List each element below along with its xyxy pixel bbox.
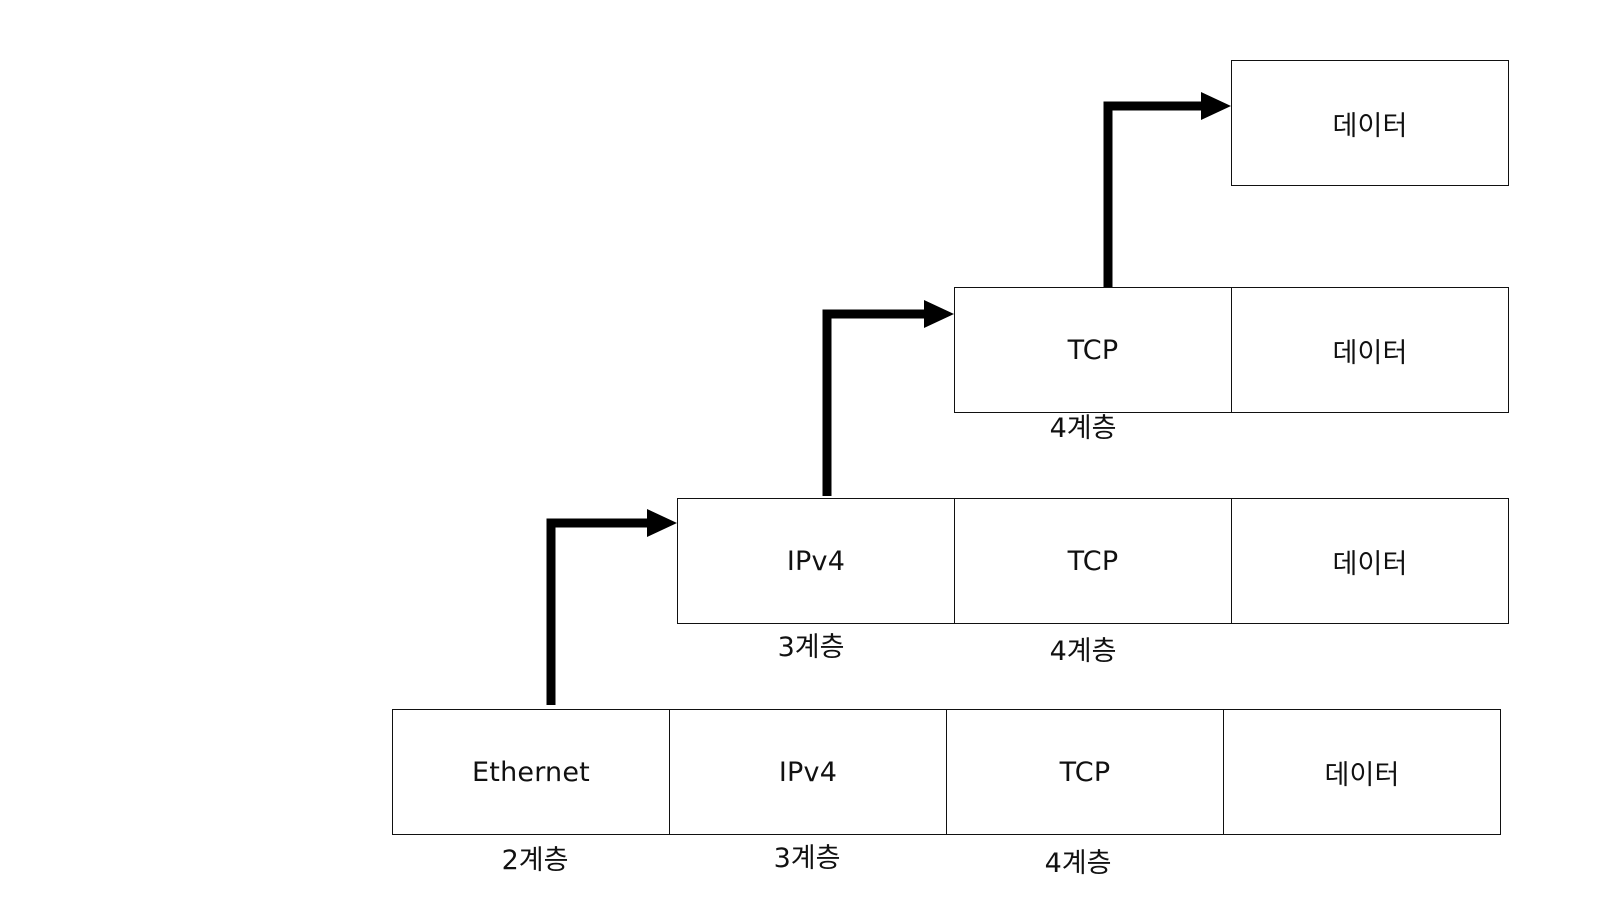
row2-layer-label-tcp: 4계층 — [1049, 413, 1117, 444]
row2-data-cell: 데이터 — [1231, 287, 1509, 413]
row4-tcp-cell: TCP — [946, 709, 1224, 835]
row1-data-cell: 데이터 — [1231, 60, 1509, 186]
row3-tcp-cell: TCP — [954, 498, 1232, 624]
row4-layer-label-ethernet: 2계층 — [501, 845, 569, 876]
row4-layer-label-ipv4: 3계층 — [773, 843, 841, 874]
row2-tcp-cell: TCP — [954, 287, 1232, 413]
row3-layer-label-tcp: 4계층 — [1049, 636, 1117, 667]
row4-ethernet-cell: Ethernet — [392, 709, 670, 835]
row3-data-cell: 데이터 — [1231, 498, 1509, 624]
arrow-ipv4-to-tcp — [822, 300, 954, 496]
row3-ipv4-cell: IPv4 — [677, 498, 955, 624]
row3-layer-label-ipv4: 3계층 — [777, 632, 845, 663]
row4-layer-label-tcp: 4계층 — [1044, 848, 1112, 879]
arrow-ethernet-to-ipv4 — [546, 509, 677, 705]
arrow-tcp-to-data — [1103, 92, 1231, 287]
row4-data-cell: 데이터 — [1223, 709, 1501, 835]
row4-ipv4-cell: IPv4 — [669, 709, 947, 835]
